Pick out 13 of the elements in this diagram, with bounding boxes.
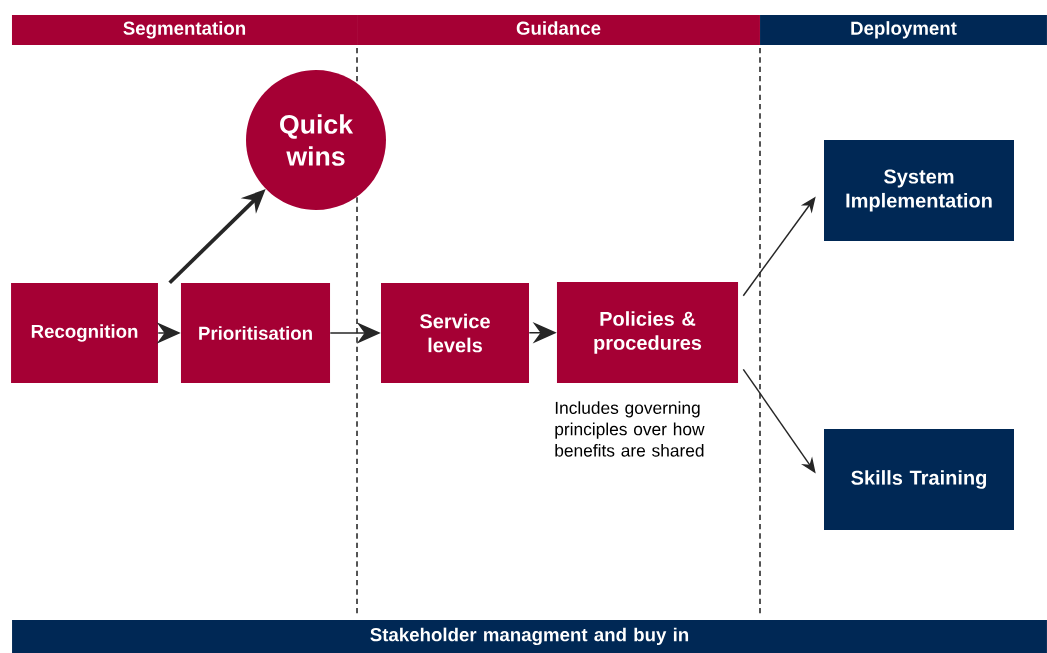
node-label: Guidance [516,21,601,35]
process-box: Service levels [381,283,529,383]
node-label: Segmentation [123,21,246,39]
process-box: Prioritisation [180,283,331,383]
process-box: Recognition [11,283,158,383]
header-band: Segmentation [12,15,358,45]
process-box: Policies & procedures [556,281,739,384]
process-box: System Implementation [824,139,1014,242]
process-box: Skills Training [824,428,1014,531]
header-band: Guidance [357,15,760,45]
note-text: Includes governing principles over how benefits are shared [555,401,705,457]
header-band: Stakeholder managment and buy in [12,619,1047,653]
header-band: Deployment [760,15,1047,45]
